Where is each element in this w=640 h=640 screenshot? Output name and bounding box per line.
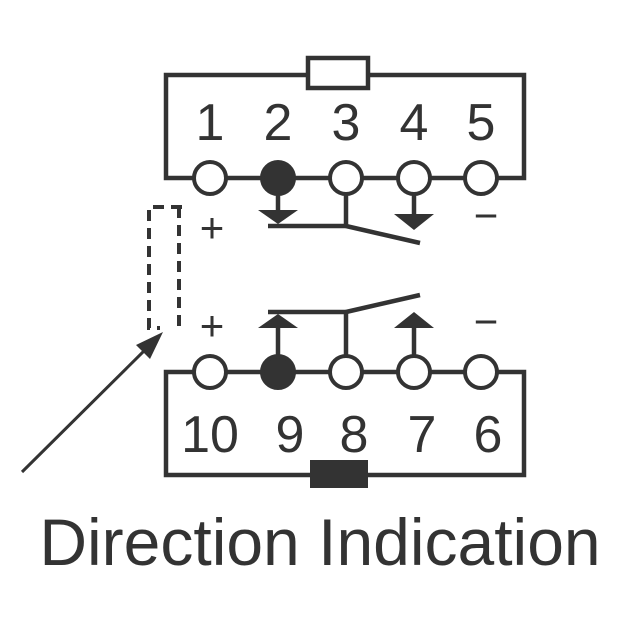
pin-7-up-arrow [394,312,434,328]
pin-10-terminal [192,354,228,390]
pin-6-terminal [463,354,499,390]
pin-7-terminal [396,354,432,390]
pin-4-down-arrow [394,214,434,230]
pin-2-terminal-filled [260,160,296,196]
pin-label-2: 2 [264,94,293,152]
top-switch-blade [345,223,421,246]
pointer-arrow-head [136,332,163,359]
pin-3-terminal [328,160,364,196]
bottom-relay-block: + − 10 9 8 7 6 [163,292,527,488]
diagram-caption: Direction Indication [39,505,600,579]
top-polarity-tab [305,55,371,91]
top-plus-sign: + [200,204,225,251]
bottom-plus-sign: + [200,302,225,349]
direction-indicator [147,205,182,330]
pin-label-1: 1 [196,94,225,152]
dashed-direction-line [147,205,182,330]
pin-5-terminal [463,160,499,196]
pin-label-5: 5 [467,94,496,152]
pin-label-9: 9 [276,406,305,464]
pin-4-terminal [396,160,432,196]
bottom-minus-sign: − [474,298,499,345]
pin-label-4: 4 [400,94,429,152]
pin-9-terminal-filled [260,354,296,390]
pin-label-6: 6 [474,406,503,464]
top-relay-block: 1 2 3 4 5 + − [163,55,527,251]
bottom-polarity-tab [310,460,368,488]
bottom-switch-blade [345,292,421,315]
pin-1-terminal [192,160,228,196]
pin-label-3: 3 [332,94,361,152]
pin-2-down-arrow [258,210,298,224]
pin-9-up-arrow [258,314,298,328]
pin-label-10: 10 [181,406,239,464]
pin-8-terminal [328,354,364,390]
top-minus-sign: − [474,192,499,239]
pin-label-7: 7 [408,406,437,464]
pointer-arrow-shaft [20,343,152,474]
caption-pointer-arrow [20,332,163,474]
pin-label-8: 8 [340,406,369,464]
